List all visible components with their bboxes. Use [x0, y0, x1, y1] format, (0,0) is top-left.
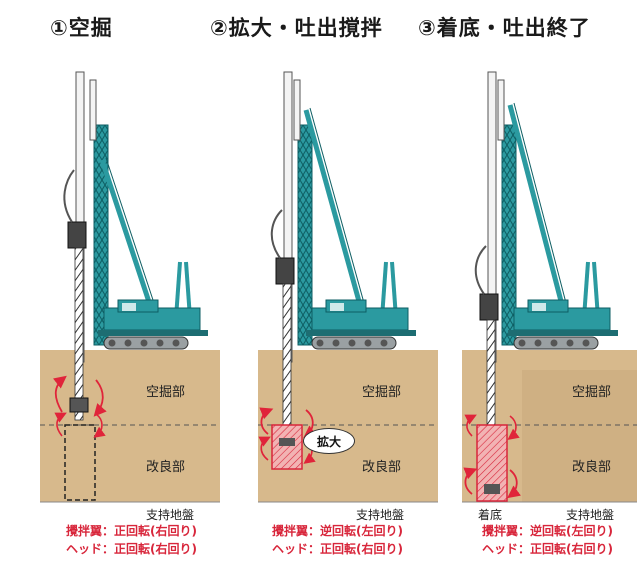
panel-2-title: ②拡大・吐出撹拌 — [210, 16, 383, 40]
panel-2-wing-rotation: 攪拌翼：逆回転(左回り) — [272, 524, 403, 538]
panel-1-bearing-layer-label: 支持地盤 — [146, 508, 195, 522]
panel-1-title: ①空掘 — [50, 16, 113, 40]
panel-3-head-rotation: ヘッド：正回転(右回り) — [482, 542, 613, 556]
panel-3-lower-zone-label: 改良部 — [572, 460, 612, 475]
pile-rig-3 — [463, 71, 618, 502]
panel-1-upper-zone-label: 空掘部 — [146, 385, 186, 400]
panel-3-bearing-layer-label: 支持地盤 — [566, 508, 615, 522]
panel-2-head-rotation: ヘッド：正回転(右回り) — [272, 542, 403, 556]
bottom-reached-label: 着底 — [478, 508, 503, 522]
panel-3-title: ③着底・吐出終了 — [418, 16, 591, 40]
panel-2-upper-zone-label: 空掘部 — [362, 385, 402, 400]
panel-1-head-rotation: ヘッド：正回転(右回り) — [66, 542, 197, 556]
panel-2-lower-zone-label: 改良部 — [362, 460, 402, 475]
expansion-callout: 拡大 — [303, 428, 355, 454]
panel-1-lower-zone-label: 改良部 — [146, 460, 186, 475]
pile-rig-2 — [258, 71, 416, 470]
pile-rig-1 — [53, 71, 208, 501]
panel-2-bearing-layer-label: 支持地盤 — [356, 508, 405, 522]
panel-3-upper-zone-label: 空掘部 — [572, 385, 612, 400]
ground-panel-1 — [40, 350, 220, 503]
panel-3-wing-rotation: 攪拌翼：逆回転(左回り) — [482, 524, 613, 538]
panel-1-wing-rotation: 攪拌翼：正回転(右回り) — [66, 524, 197, 538]
